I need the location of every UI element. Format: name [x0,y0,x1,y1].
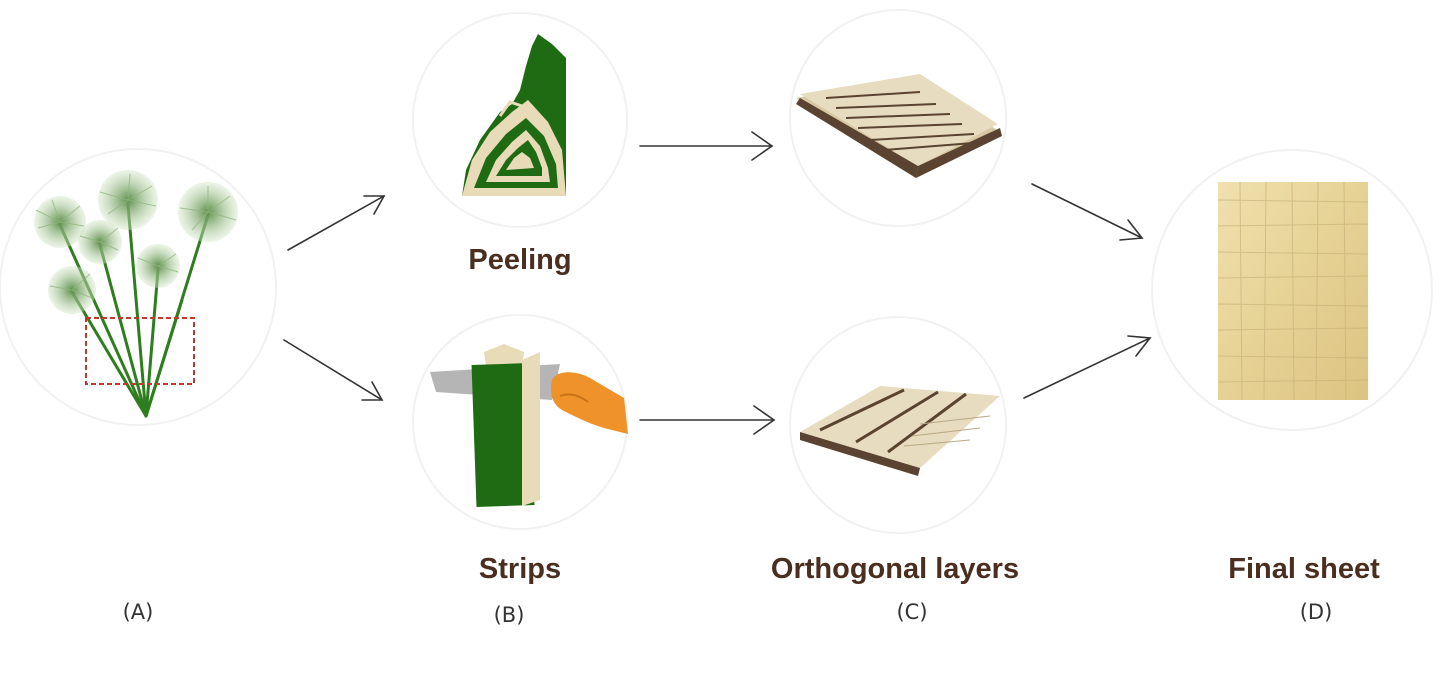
panel-letter-a: (A) [122,600,154,624]
arrow-a-to-strips [283,339,384,401]
process-arrows [283,131,1152,435]
panel-letter-c: (C) [896,600,928,624]
strips-cutting-icon [430,344,628,507]
peeling-stem-icon [462,34,566,196]
stem-strip [471,363,535,507]
arrow-strips-to-layers [639,405,776,435]
arrow-peeling-to-layers [639,131,774,161]
arrow-layers-top-to-sheet [1031,183,1144,241]
strips-label: Strips [478,553,562,585]
selection-marker [85,317,195,385]
panel-letter-b: (B) [493,603,525,627]
panel-letter-d: (D) [1299,600,1333,624]
orthogonal-layers-label: Orthogonal layers [770,553,1020,585]
hand-icon [550,372,628,434]
papyrus-plant-icon [34,170,238,418]
arrow-a-to-peeling [287,195,386,251]
arrow-layers-bottom-to-sheet [1023,335,1152,399]
layers-bottom-icon [800,386,1000,476]
layers-top-icon [796,74,1002,178]
peeling-label: Peeling [468,244,572,276]
final-sheet-icon [1217,181,1369,401]
panel-circles [0,9,1433,534]
final-sheet-label: Final sheet [1228,553,1380,585]
